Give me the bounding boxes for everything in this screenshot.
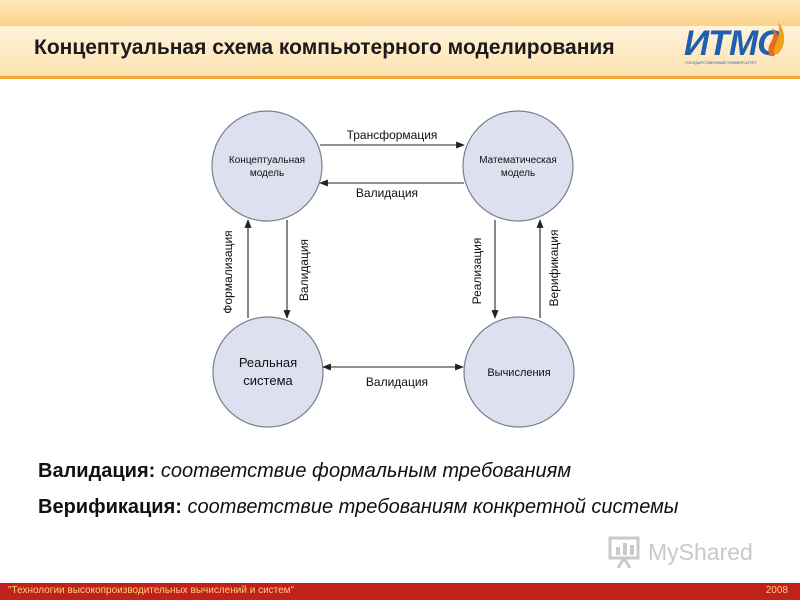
definition-term: Валидация: — [38, 460, 156, 482]
node-real-label-2: система — [243, 373, 293, 388]
myshared-watermark: MyShared — [606, 534, 766, 574]
node-conceptual-model: Концептуальная модель — [211, 110, 323, 222]
node-conceptual-label-1: Концептуальная — [229, 155, 305, 166]
node-real-system: Реальная система — [212, 316, 324, 428]
node-conceptual-label-2: модель — [250, 168, 284, 179]
edge-formalization-label: Формализация — [221, 230, 235, 313]
itmo-logo: ИТМО ГОСУДАРСТВЕННЫЙ УНИВЕРСИТЕТ — [684, 16, 788, 72]
logo-subtext: ГОСУДАРСТВЕННЫЙ УНИВЕРСИТЕТ — [685, 60, 757, 65]
edge-validation-top-label: Валидация — [356, 186, 418, 200]
definition-text: соответствие требованиям конкретной сист… — [187, 496, 679, 518]
definition-text: соответствие формальным требованиям — [160, 460, 572, 482]
node-computation-label: Вычисления — [487, 367, 550, 379]
edge-validation-left-label: Валидация — [297, 239, 311, 301]
node-mathematical-model: Математическая модель — [462, 110, 574, 222]
slide-title: Концептуальная схема компьютерного модел… — [34, 36, 615, 59]
flame-icon — [768, 22, 784, 56]
edge-verification-label: Верификация — [547, 230, 561, 307]
edge-validation-bottom-label: Валидация — [366, 375, 428, 389]
modeling-diagram: Концептуальная модель Математическая мод… — [211, 110, 575, 428]
footer-course-title: "Технологии высокопроизводительных вычис… — [8, 585, 295, 596]
node-mathematical-label-1: Математическая — [479, 155, 557, 166]
logo-text: ИТМО — [684, 24, 784, 63]
header-bar — [0, 26, 800, 79]
edge-realization-label: Реализация — [470, 238, 484, 305]
footer-year: 2008 — [765, 585, 788, 596]
header-top-band — [0, 0, 800, 26]
edge-transformation-label: Трансформация — [347, 128, 438, 142]
node-computation: Вычисления — [463, 316, 575, 428]
definitions: Валидация: соответствие формальным требо… — [38, 458, 758, 520]
definition-verification: Верификация: соответствие требованиям ко… — [38, 494, 758, 520]
definition-validation: Валидация: соответствие формальным требо… — [38, 458, 758, 484]
definition-term: Верификация: — [38, 496, 182, 518]
node-mathematical-label-2: модель — [501, 168, 535, 179]
node-real-label-1: Реальная — [239, 355, 297, 370]
footer-bar: "Технологии высокопроизводительных вычис… — [0, 583, 800, 600]
watermark-text: MyShared — [648, 539, 753, 565]
presentation-board-icon — [608, 536, 640, 569]
